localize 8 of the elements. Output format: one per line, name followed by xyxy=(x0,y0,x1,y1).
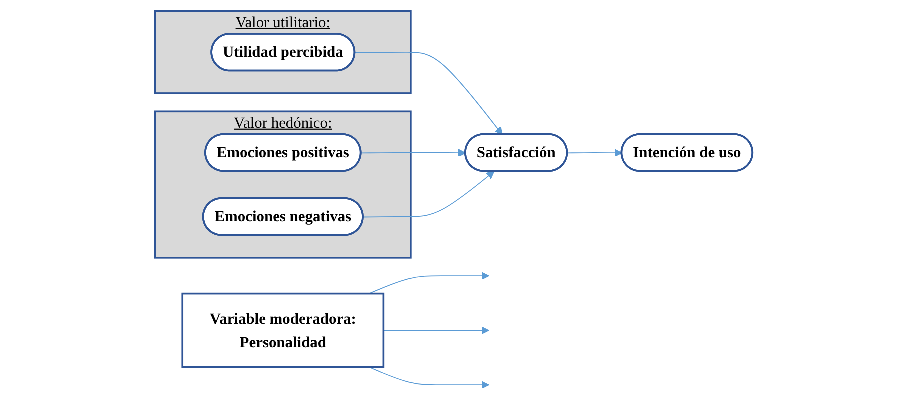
arrow xyxy=(354,52,503,136)
arrow xyxy=(368,366,490,390)
arrow xyxy=(362,171,495,218)
arrow xyxy=(368,272,490,294)
node-box: Variable moderadora: Personalidad xyxy=(182,292,385,368)
arrow xyxy=(567,149,623,158)
arrow xyxy=(383,326,490,335)
arrow xyxy=(360,149,466,158)
